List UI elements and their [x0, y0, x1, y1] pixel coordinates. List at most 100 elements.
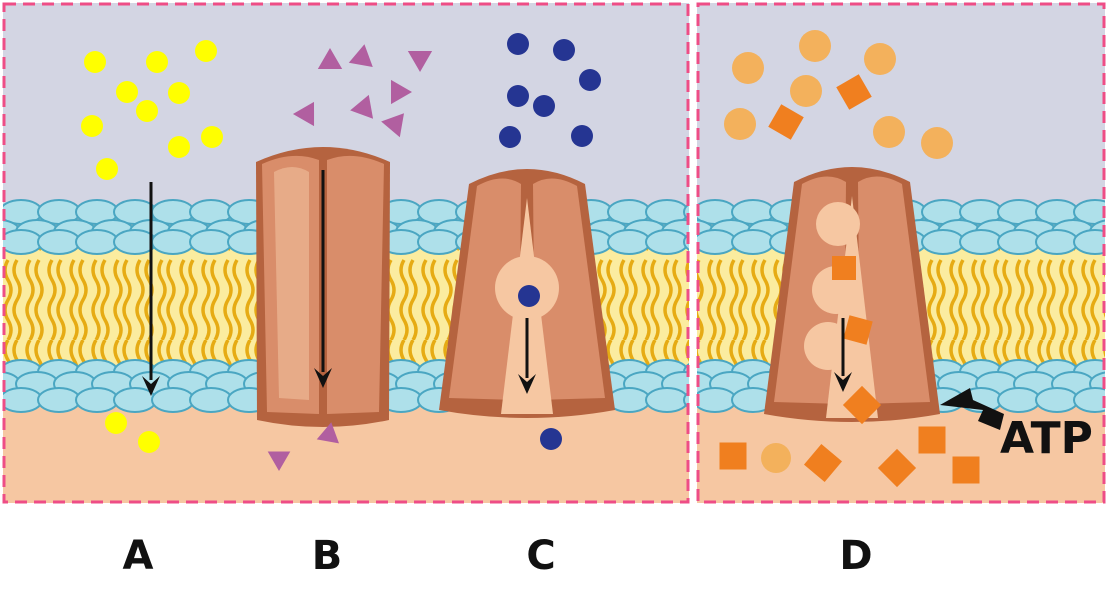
- molecule-a-inside: [138, 431, 160, 453]
- arrow-head: [314, 368, 332, 388]
- molecule-d-square-inside: [952, 456, 980, 484]
- molecule-c-outside: [533, 95, 555, 117]
- diffusion-arrow-b: [314, 170, 332, 388]
- molecule-d-square-inside: [803, 443, 843, 483]
- panel-b-channel-protein: [256, 44, 433, 471]
- molecule-d-circle-inside: [761, 443, 791, 473]
- phospholipid-head: [1035, 229, 1079, 255]
- panel-label-c: C: [526, 533, 556, 579]
- phospholipid-head: [37, 387, 81, 413]
- panel-d-active-transport: [719, 30, 980, 488]
- pump-binding-pocket: [816, 202, 860, 246]
- molecule-d-circle-outside: [732, 52, 764, 84]
- molecule-a-outside: [201, 126, 223, 148]
- molecule-b-outside: [348, 44, 373, 68]
- protein-highlight: [274, 167, 309, 400]
- molecule-d-square-bound: [843, 315, 873, 345]
- phospholipid-head: [75, 229, 119, 255]
- phospholipid-head: [189, 387, 233, 413]
- atp-indicator: ATP: [940, 388, 1093, 464]
- molecule-a-outside: [146, 51, 168, 73]
- molecule-b-outside: [381, 113, 404, 138]
- phospholipid-head: [697, 387, 737, 413]
- molecule-a-outside: [81, 115, 103, 137]
- panel-d-scene: [697, 3, 1105, 503]
- molecule-d-circle-outside: [790, 75, 822, 107]
- molecule-d-square-inside: [719, 442, 747, 470]
- panels-abc-scene: [3, 3, 689, 503]
- atp-arrow: [940, 388, 1004, 430]
- phospholipid-head: [645, 229, 689, 255]
- atp-label: ATP: [1000, 413, 1093, 464]
- phospholipid-head: [959, 229, 1003, 255]
- molecule-a-outside: [84, 51, 106, 73]
- panel-c-carrier-protein: [439, 33, 615, 450]
- panel-label-b: B: [311, 533, 343, 579]
- carrier-subunit-left: [449, 178, 521, 400]
- panel-a-simple-diffusion: [81, 40, 223, 453]
- molecule-c-outside: [553, 39, 575, 61]
- molecule-d-circle-outside: [799, 30, 831, 62]
- arrow-head: [142, 376, 160, 396]
- arrow-head: [834, 372, 852, 392]
- molecule-b-inside: [316, 422, 340, 444]
- molecule-a-outside: [195, 40, 217, 62]
- phospholipid-head: [921, 229, 965, 255]
- phospholipid-head: [3, 387, 43, 413]
- phospholipid-head: [1035, 387, 1079, 413]
- molecule-d-circle-outside: [921, 127, 953, 159]
- pump-binding-pocket: [804, 322, 852, 370]
- molecule-b-outside: [407, 50, 433, 73]
- carrier-subunit-right: [858, 176, 930, 404]
- molecule-c-inside: [540, 428, 562, 450]
- molecule-d-square-bound: [832, 256, 856, 280]
- transport-arrow-c: [518, 318, 536, 394]
- arrow-head: [518, 374, 536, 394]
- phospholipid-head: [607, 229, 651, 255]
- molecule-d-circle-outside: [864, 43, 896, 75]
- panels-abc-dashed-border: [2, 2, 690, 504]
- molecule-a-outside: [168, 82, 190, 104]
- molecule-a-outside: [96, 158, 118, 180]
- molecule-b-outside: [292, 101, 315, 127]
- molecule-d-square-outside: [768, 104, 804, 140]
- molecule-d-circle-outside: [873, 116, 905, 148]
- molecule-a-outside: [116, 81, 138, 103]
- phospholipid-head: [189, 229, 233, 255]
- molecule-a-inside: [105, 412, 127, 434]
- molecule-c-outside: [499, 126, 521, 148]
- phospholipid-head: [151, 387, 195, 413]
- molecule-d-square-inside: [918, 426, 946, 454]
- phospholipid-head: [645, 387, 689, 413]
- molecule-c-outside: [507, 33, 529, 55]
- molecule-c-outside: [507, 85, 529, 107]
- phospholipid-head: [997, 387, 1041, 413]
- phospholipid-head: [75, 387, 119, 413]
- molecule-c-outside: [571, 125, 593, 147]
- phospholipid-head: [3, 229, 43, 255]
- molecule-c-bound: [518, 285, 540, 307]
- diffusion-arrow-a: [142, 182, 160, 396]
- panel-label-a: A: [122, 533, 154, 579]
- molecule-c-outside: [579, 69, 601, 91]
- phospholipid-head: [1073, 387, 1105, 413]
- phospholipid-head: [1073, 229, 1105, 255]
- molecule-b-inside: [267, 451, 291, 471]
- molecule-b-outside: [391, 79, 412, 105]
- phospholipid-head: [697, 229, 737, 255]
- phospholipid-head: [997, 229, 1041, 255]
- transport-arrow-d: [834, 318, 852, 392]
- molecule-d-circle-outside: [724, 108, 756, 140]
- panel-label-d: D: [839, 533, 873, 579]
- phospholipid-head: [37, 229, 81, 255]
- molecule-a-outside: [136, 100, 158, 122]
- molecule-b-outside: [350, 94, 374, 119]
- phospholipid-head: [151, 229, 195, 255]
- molecule-a-outside: [168, 136, 190, 158]
- phospholipid-head: [417, 229, 461, 255]
- phospholipid-head: [731, 229, 775, 255]
- panel-d-dashed-border: [696, 2, 1106, 504]
- carrier-subunit-right: [533, 178, 605, 400]
- molecule-d-square-outside: [836, 74, 872, 110]
